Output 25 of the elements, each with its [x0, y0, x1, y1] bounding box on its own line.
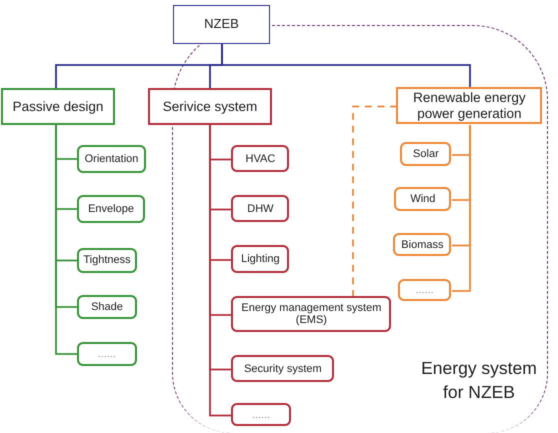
item-node: DHW [231, 195, 290, 222]
item-node: ...... [398, 279, 452, 302]
connector-line [452, 125, 471, 292]
item-node: Tightness [77, 248, 137, 273]
item-node: Envelope [77, 195, 145, 223]
item-node: Orientation [77, 145, 146, 173]
item-node: ...... [77, 342, 137, 366]
item-node: Wind [394, 187, 452, 212]
category-node: Serivice system [148, 88, 272, 125]
item-node: Biomass [393, 233, 452, 256]
category-node: Passive design [1, 88, 115, 125]
item-node: Security system [231, 355, 334, 382]
connector-line [221, 44, 471, 88]
item-node: Solar [400, 142, 452, 166]
dashed-connector [352, 106, 397, 297]
connector-line [209, 125, 232, 416]
item-node: Energy management system (EMS) [231, 296, 392, 332]
root-node: NZEB [173, 5, 270, 44]
category-node: Renewable energy power generation [396, 87, 542, 124]
group-label: Energy system for NZEB [420, 357, 538, 404]
item-node: HVAC [231, 145, 290, 172]
connector-line [55, 125, 77, 355]
item-node: ...... [231, 403, 292, 426]
item-node: Shade [77, 295, 137, 319]
item-node: Lighting [231, 245, 290, 274]
